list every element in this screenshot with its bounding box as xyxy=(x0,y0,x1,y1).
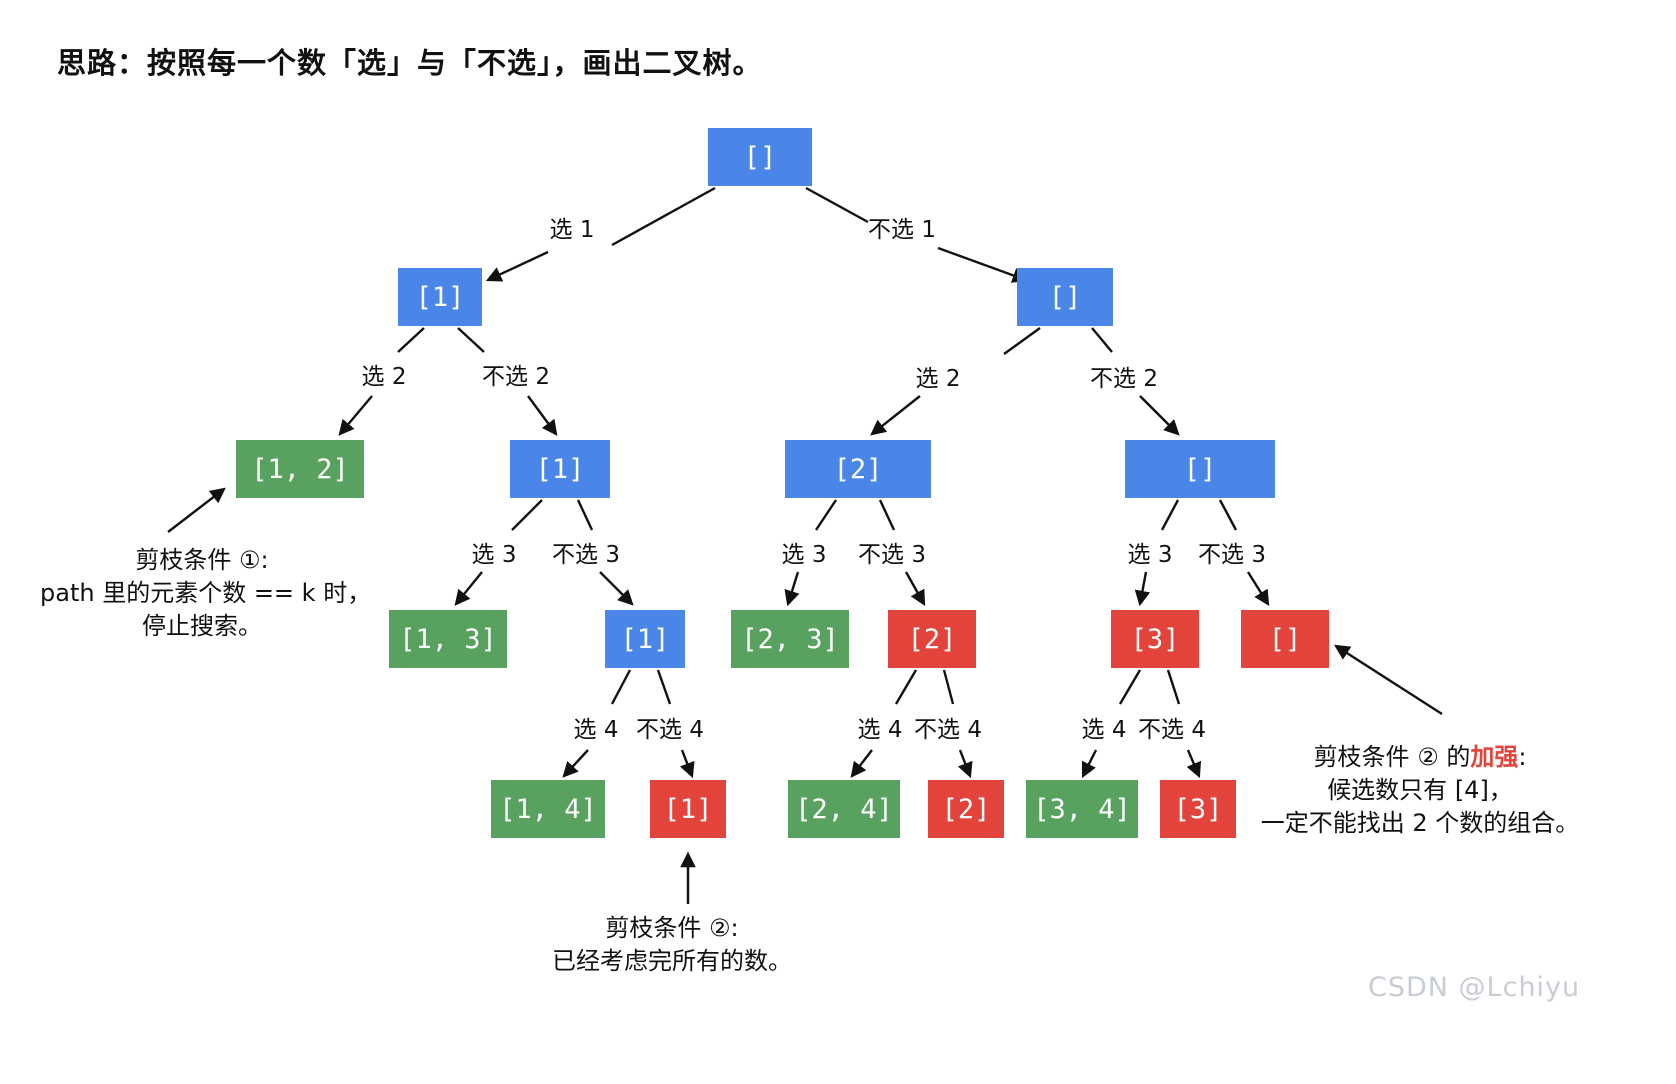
edge-label: 不选 2 xyxy=(1090,366,1158,392)
edge-label: 选 2 xyxy=(361,364,407,390)
node-3: [3] xyxy=(1111,610,1199,668)
edge-label: 不选 1 xyxy=(868,217,936,243)
prune-note-2: 剪枝条件 ②: 已经考虑完所有的数。 xyxy=(492,912,852,978)
edge-line xyxy=(1166,669,1181,705)
prune-note-2-strong-line2: 候选数只有 [4]， xyxy=(1327,776,1513,804)
prune-note-2-strong-suffix: : xyxy=(1518,743,1527,771)
edge-label: 选 3 xyxy=(1127,542,1173,568)
edge-line xyxy=(656,669,672,705)
node-2-r4: [2] xyxy=(888,610,976,668)
node-2: [2] xyxy=(785,440,931,498)
edge-label: 选 1 xyxy=(549,217,595,243)
prune-note-2-strong-prefix: 剪枝条件 ② 的 xyxy=(1313,743,1471,771)
edge-arrow xyxy=(338,395,373,436)
node-empty-r4: [] xyxy=(1241,610,1329,668)
edge-arrow xyxy=(1134,571,1151,607)
prune1-arrow-icon xyxy=(167,487,226,533)
edge-arrow xyxy=(1081,749,1098,779)
edge-arrow xyxy=(527,395,558,436)
edge-label: 不选 3 xyxy=(1198,542,1266,568)
edge-line xyxy=(1118,669,1142,705)
edge-line xyxy=(610,669,632,705)
node-1-r4: [1] xyxy=(605,610,685,668)
edge-line xyxy=(1218,499,1238,531)
edge-arrow xyxy=(599,571,634,606)
node-2-4: [2, 4] xyxy=(788,780,900,838)
prune-note-2-strong-highlight: 加强 xyxy=(1470,743,1519,771)
node-root: [] xyxy=(708,128,812,186)
prune-note-2-strong-line3: 一定不能找出 2 个数的组合。 xyxy=(1260,809,1580,837)
edge-line xyxy=(894,669,918,705)
prune-note-2-strong-line1: 剪枝条件 ② 的加强: xyxy=(1180,741,1660,774)
edge-line xyxy=(1003,327,1041,355)
edge-line xyxy=(511,499,543,531)
edge-label: 选 4 xyxy=(857,717,903,743)
edge-arrow xyxy=(454,571,483,606)
edge-line xyxy=(576,499,594,531)
edge-line xyxy=(397,327,425,353)
edge-arrow xyxy=(485,250,549,282)
node-empty-r2: [] xyxy=(1017,268,1113,326)
edge-arrow xyxy=(1139,395,1180,436)
edge-arrow xyxy=(937,246,1029,283)
edge-label: 不选 4 xyxy=(636,717,704,743)
node-1-r5: [1] xyxy=(650,780,726,838)
node-3-r5: [3] xyxy=(1160,780,1236,838)
edge-label: 选 3 xyxy=(471,542,517,568)
edge-arrow xyxy=(850,749,873,778)
edge-line xyxy=(815,499,837,531)
prune-note-2-line2: 已经考虑完所有的数。 xyxy=(552,947,792,975)
edge-label: 选 4 xyxy=(573,717,619,743)
edge-label: 不选 2 xyxy=(482,364,550,390)
edge-arrow xyxy=(1246,571,1270,606)
prune-note-2-strong: 剪枝条件 ② 的加强: 候选数只有 [4]， 一定不能找出 2 个数的组合。 xyxy=(1180,741,1660,840)
edge-label: 选 4 xyxy=(1081,717,1127,743)
node-1-3: [1, 3] xyxy=(389,610,507,668)
edge-arrow xyxy=(679,749,695,779)
edge-line xyxy=(1091,327,1113,353)
diagram-title: 思路：按照每一个数「选」与「不选」，画出二叉树。 xyxy=(57,46,763,80)
edge-line xyxy=(611,186,716,247)
prune-note-2-line1: 剪枝条件 ②: xyxy=(605,914,739,942)
prune2-strong-arrow-icon xyxy=(1334,644,1443,716)
edge-label: 选 3 xyxy=(781,542,827,568)
node-2-r5: [2] xyxy=(928,780,1004,838)
edge-line xyxy=(457,327,485,353)
edge-line xyxy=(805,186,869,224)
edge-label: 不选 3 xyxy=(858,542,926,568)
node-1: [1] xyxy=(398,268,482,326)
edge-label: 不选 4 xyxy=(914,717,982,743)
node-2-3: [2, 3] xyxy=(731,610,849,668)
node-3-4: [3, 4] xyxy=(1026,780,1138,838)
prune-note-1-line1: 剪枝条件 ①: xyxy=(135,546,269,574)
node-1-2: [1, 2] xyxy=(236,440,364,498)
edge-arrow xyxy=(562,749,589,778)
edge-label: 不选 4 xyxy=(1138,717,1206,743)
edge-label: 选 2 xyxy=(915,366,961,392)
edge-line xyxy=(1160,499,1180,531)
edge-arrow xyxy=(784,571,800,607)
node-1-r3: [1] xyxy=(510,440,610,498)
node-empty-r3: [] xyxy=(1125,440,1275,498)
prune-note-1: 剪枝条件 ①: path 里的元素个数 == k 时， 停止搜索。 xyxy=(40,544,372,643)
prune-note-1-line2: path 里的元素个数 == k 时， xyxy=(40,579,372,607)
edge-arrow xyxy=(957,749,973,779)
edge-line xyxy=(942,669,955,705)
edge-label: 不选 3 xyxy=(552,542,620,568)
edge-line xyxy=(878,499,896,531)
node-1-4: [1, 4] xyxy=(491,780,605,838)
prune-note-1-line3: 停止搜索。 xyxy=(142,612,262,640)
edge-arrow xyxy=(904,571,926,607)
watermark: CSDN @Lchiyu xyxy=(1368,972,1581,1003)
edge-arrow xyxy=(870,395,921,436)
